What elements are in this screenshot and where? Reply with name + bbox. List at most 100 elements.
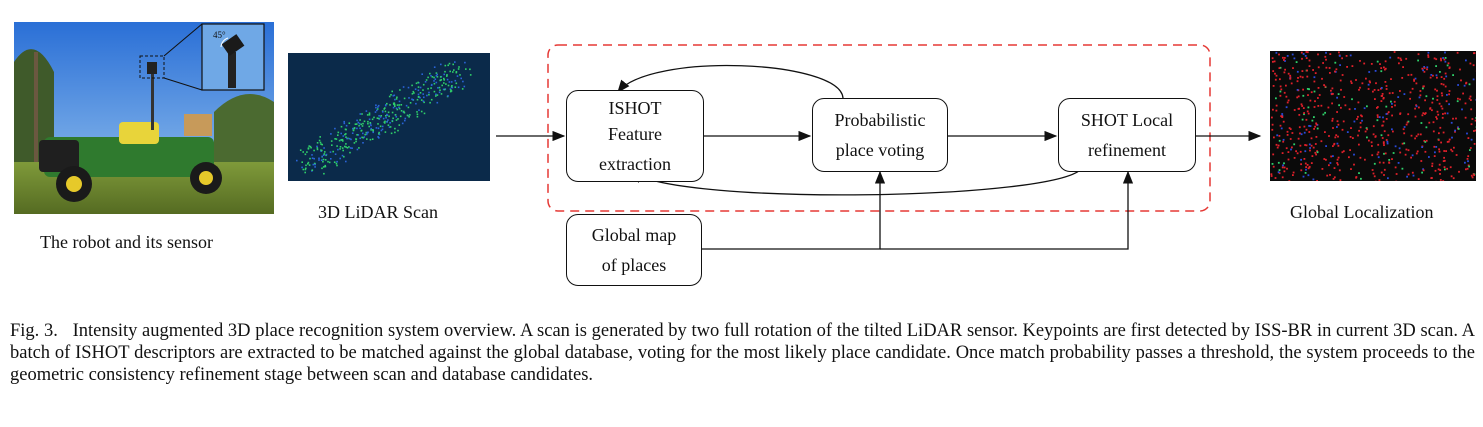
map-point (1303, 131, 1306, 134)
map-point (1304, 144, 1306, 146)
map-point (1422, 112, 1425, 115)
scan-point (393, 103, 396, 106)
scan-point (352, 127, 354, 130)
map-point (1404, 153, 1407, 156)
scan-point (379, 116, 382, 118)
scan-point (335, 162, 338, 165)
scan-point (322, 166, 325, 168)
map-point (1297, 137, 1300, 140)
map-point (1316, 151, 1319, 154)
map-point (1391, 158, 1393, 160)
map-point (1473, 130, 1475, 132)
map-point (1452, 177, 1455, 180)
map-point (1386, 140, 1389, 143)
map-point (1462, 92, 1464, 95)
map-point (1351, 65, 1354, 67)
map-point (1475, 98, 1476, 101)
map-point (1415, 82, 1418, 85)
map-point (1403, 126, 1406, 128)
scan-point (398, 107, 401, 110)
map-point (1311, 155, 1314, 157)
map-point (1361, 82, 1364, 85)
map-point (1368, 139, 1370, 142)
map-point (1320, 104, 1323, 107)
scan-point (469, 74, 472, 76)
map-point (1400, 59, 1403, 61)
scan-point (429, 101, 431, 104)
map-point (1290, 82, 1293, 85)
map-point (1279, 66, 1282, 69)
map-point (1439, 173, 1441, 175)
map-point (1380, 70, 1383, 73)
map-point (1470, 108, 1473, 111)
map-point (1291, 132, 1294, 134)
map-point (1417, 53, 1420, 56)
map-point (1336, 142, 1339, 145)
scan-point (372, 129, 374, 131)
map-point (1457, 84, 1459, 86)
map-point (1444, 57, 1447, 59)
scan-point (444, 70, 446, 73)
scan-point (373, 116, 375, 119)
map-point (1287, 158, 1290, 161)
map-point (1341, 128, 1344, 131)
map-point (1409, 97, 1411, 100)
scan-point (416, 113, 419, 116)
scan-point (337, 148, 339, 151)
map-point (1300, 103, 1303, 106)
map-point (1372, 172, 1375, 175)
scan-point (343, 120, 345, 123)
scan-point (397, 118, 399, 120)
map-point (1283, 59, 1285, 61)
map-point (1274, 72, 1276, 75)
map-point (1341, 57, 1343, 60)
map-point (1357, 134, 1359, 137)
scan-point (362, 122, 364, 125)
scan-point (307, 163, 309, 165)
map-point (1411, 87, 1414, 90)
map-point (1282, 120, 1285, 123)
scan-point (336, 145, 338, 147)
map-point (1282, 56, 1284, 59)
map-point (1371, 154, 1374, 157)
scan-point (346, 137, 348, 140)
scan-point (458, 66, 460, 68)
map-point (1445, 150, 1447, 152)
map-point (1288, 127, 1291, 129)
map-point (1406, 175, 1408, 178)
map-point (1465, 82, 1467, 85)
map-point (1346, 131, 1349, 133)
scan-point (377, 104, 380, 107)
map-point (1386, 112, 1389, 115)
map-point (1461, 108, 1463, 111)
scan-point (398, 124, 401, 126)
map-point (1422, 85, 1425, 88)
map-point (1332, 178, 1335, 180)
map-point (1304, 162, 1307, 165)
map-point (1472, 64, 1475, 67)
robot-photo (14, 22, 274, 214)
map-point (1368, 71, 1371, 73)
map-point (1278, 67, 1281, 69)
scan-point (302, 168, 305, 171)
map-point (1407, 74, 1410, 76)
map-point (1438, 132, 1440, 135)
map-point (1324, 85, 1327, 88)
map-point (1323, 84, 1325, 86)
map-point (1437, 168, 1440, 171)
map-point (1328, 67, 1331, 69)
map-point (1355, 176, 1357, 179)
map-point (1411, 171, 1414, 174)
map-point (1377, 89, 1380, 91)
map-point (1300, 169, 1303, 172)
map-point (1283, 162, 1285, 165)
scan-point (359, 113, 362, 115)
map-point (1378, 116, 1381, 118)
map-point (1308, 65, 1311, 67)
map-point (1436, 95, 1439, 98)
map-point (1439, 71, 1441, 73)
scan-point (372, 131, 374, 134)
scan-point (460, 77, 462, 80)
scan-point (336, 160, 338, 163)
scan-point (435, 81, 438, 84)
